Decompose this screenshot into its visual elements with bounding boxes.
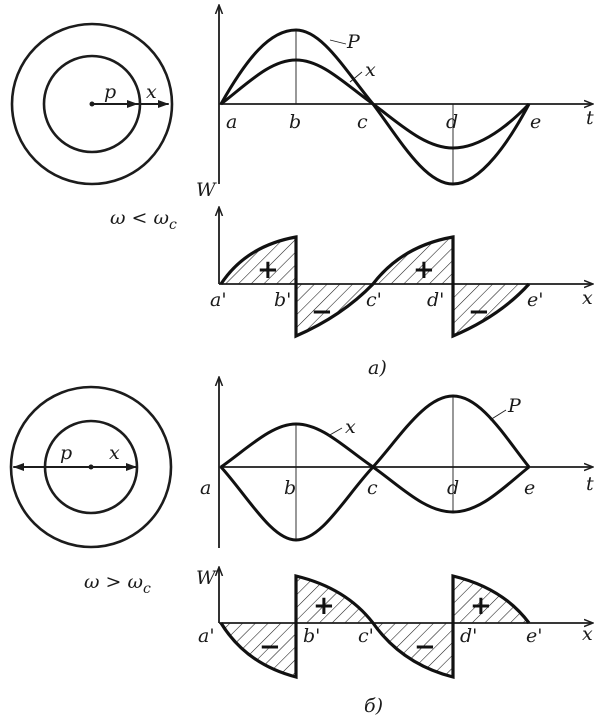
point-e-prime: e' bbox=[527, 289, 543, 311]
point-c: c bbox=[367, 477, 378, 499]
x-axis-label: x bbox=[582, 287, 593, 309]
time-plot-b: t x P a b c d e bbox=[200, 378, 594, 548]
circle-label-x: x bbox=[146, 81, 157, 103]
hatched-area-4 bbox=[453, 576, 529, 623]
work-curve-1 bbox=[219, 573, 375, 680]
point-a: a bbox=[226, 111, 237, 133]
time-plot-a: t P x a b c d e bbox=[219, 6, 594, 186]
sign-4: + bbox=[470, 591, 492, 621]
x-axis-label: x bbox=[582, 623, 593, 645]
point-a-prime: a' bbox=[210, 289, 227, 311]
point-d: d bbox=[447, 477, 459, 499]
point-b: b bbox=[289, 111, 301, 133]
sign-1: + bbox=[257, 255, 279, 285]
hatched-area-2 bbox=[296, 284, 373, 336]
curve-p bbox=[219, 394, 531, 542]
phasor-circles-a: p x bbox=[10, 22, 174, 186]
w-axis-label: W bbox=[196, 179, 217, 201]
point-c-prime: c' bbox=[366, 289, 382, 311]
curve-p-label: P bbox=[346, 31, 361, 53]
panel-b: p x t x P a b c d e ω > ωc bbox=[9, 378, 594, 717]
point-e: e bbox=[524, 477, 535, 499]
curve-x bbox=[220, 58, 531, 150]
svg-text:ω > ωc: ω > ωc bbox=[84, 571, 151, 597]
outer-circle bbox=[10, 22, 174, 186]
w-axis-label: W bbox=[196, 567, 217, 589]
work-plot-a: W x + − + − a' b' c' d' e' bbox=[196, 179, 593, 339]
panel-a: p x t P x a b c d e ω < ωc bbox=[10, 6, 594, 379]
hatched-area-4 bbox=[453, 284, 529, 336]
hatched-area-1 bbox=[219, 237, 296, 284]
leader-p bbox=[329, 39, 347, 45]
point-e-prime: e' bbox=[526, 625, 542, 647]
point-b: b bbox=[284, 477, 296, 499]
condition-subscript: c bbox=[143, 581, 151, 597]
sign-2: − bbox=[311, 297, 333, 327]
curve-p-label: P bbox=[507, 395, 522, 417]
leader-x bbox=[349, 71, 363, 83]
work-curve-2 bbox=[371, 235, 531, 339]
work-curve-2 bbox=[371, 573, 531, 680]
hatched-area-3 bbox=[373, 623, 453, 677]
circle-label-p: p bbox=[104, 81, 116, 103]
condition-subscript: c bbox=[169, 217, 177, 233]
hatched-area-1 bbox=[221, 623, 296, 677]
curve-x-label: x bbox=[345, 416, 356, 438]
point-b-prime: b' bbox=[303, 625, 320, 647]
t-axis-label: t bbox=[586, 473, 594, 495]
sign-4: − bbox=[468, 297, 490, 327]
svg-text:ω < ωc: ω < ωc bbox=[110, 207, 177, 233]
condition-text: ω > ω bbox=[84, 571, 143, 593]
point-a: a bbox=[200, 477, 211, 499]
point-d-prime: d' bbox=[427, 289, 444, 311]
sign-3: + bbox=[413, 255, 435, 285]
condition-label-b: ω > ωc bbox=[84, 571, 151, 597]
work-curve-1 bbox=[219, 235, 375, 339]
phasor-circles-b: p x bbox=[9, 385, 173, 549]
t-axis-label: t bbox=[586, 107, 594, 129]
caption-a: a) bbox=[368, 357, 387, 379]
hatched-area-2 bbox=[296, 576, 373, 623]
point-b-prime: b' bbox=[274, 289, 291, 311]
sign-2: + bbox=[313, 591, 335, 621]
circle-label-p: p bbox=[60, 442, 72, 464]
outer-circle bbox=[9, 385, 173, 549]
circle-label-x: x bbox=[109, 442, 120, 464]
point-d-prime: d' bbox=[460, 625, 477, 647]
point-a-prime: a' bbox=[198, 625, 215, 647]
condition-label-a: ω < ωc bbox=[110, 207, 177, 233]
work-plot-b: W x − + − + a' b' c' d' e' bbox=[196, 567, 593, 680]
point-c-prime: c' bbox=[358, 625, 374, 647]
hatched-area-3 bbox=[373, 237, 453, 284]
curve-x-label: x bbox=[365, 59, 376, 81]
leader-x bbox=[327, 427, 343, 437]
point-c: c bbox=[357, 111, 368, 133]
sign-1: − bbox=[259, 632, 281, 662]
condition-text: ω < ω bbox=[110, 207, 169, 229]
sign-3: − bbox=[414, 632, 436, 662]
point-d: d bbox=[446, 111, 458, 133]
caption-b: б) bbox=[364, 695, 383, 717]
point-e: e bbox=[530, 111, 541, 133]
leader-p bbox=[489, 409, 507, 421]
